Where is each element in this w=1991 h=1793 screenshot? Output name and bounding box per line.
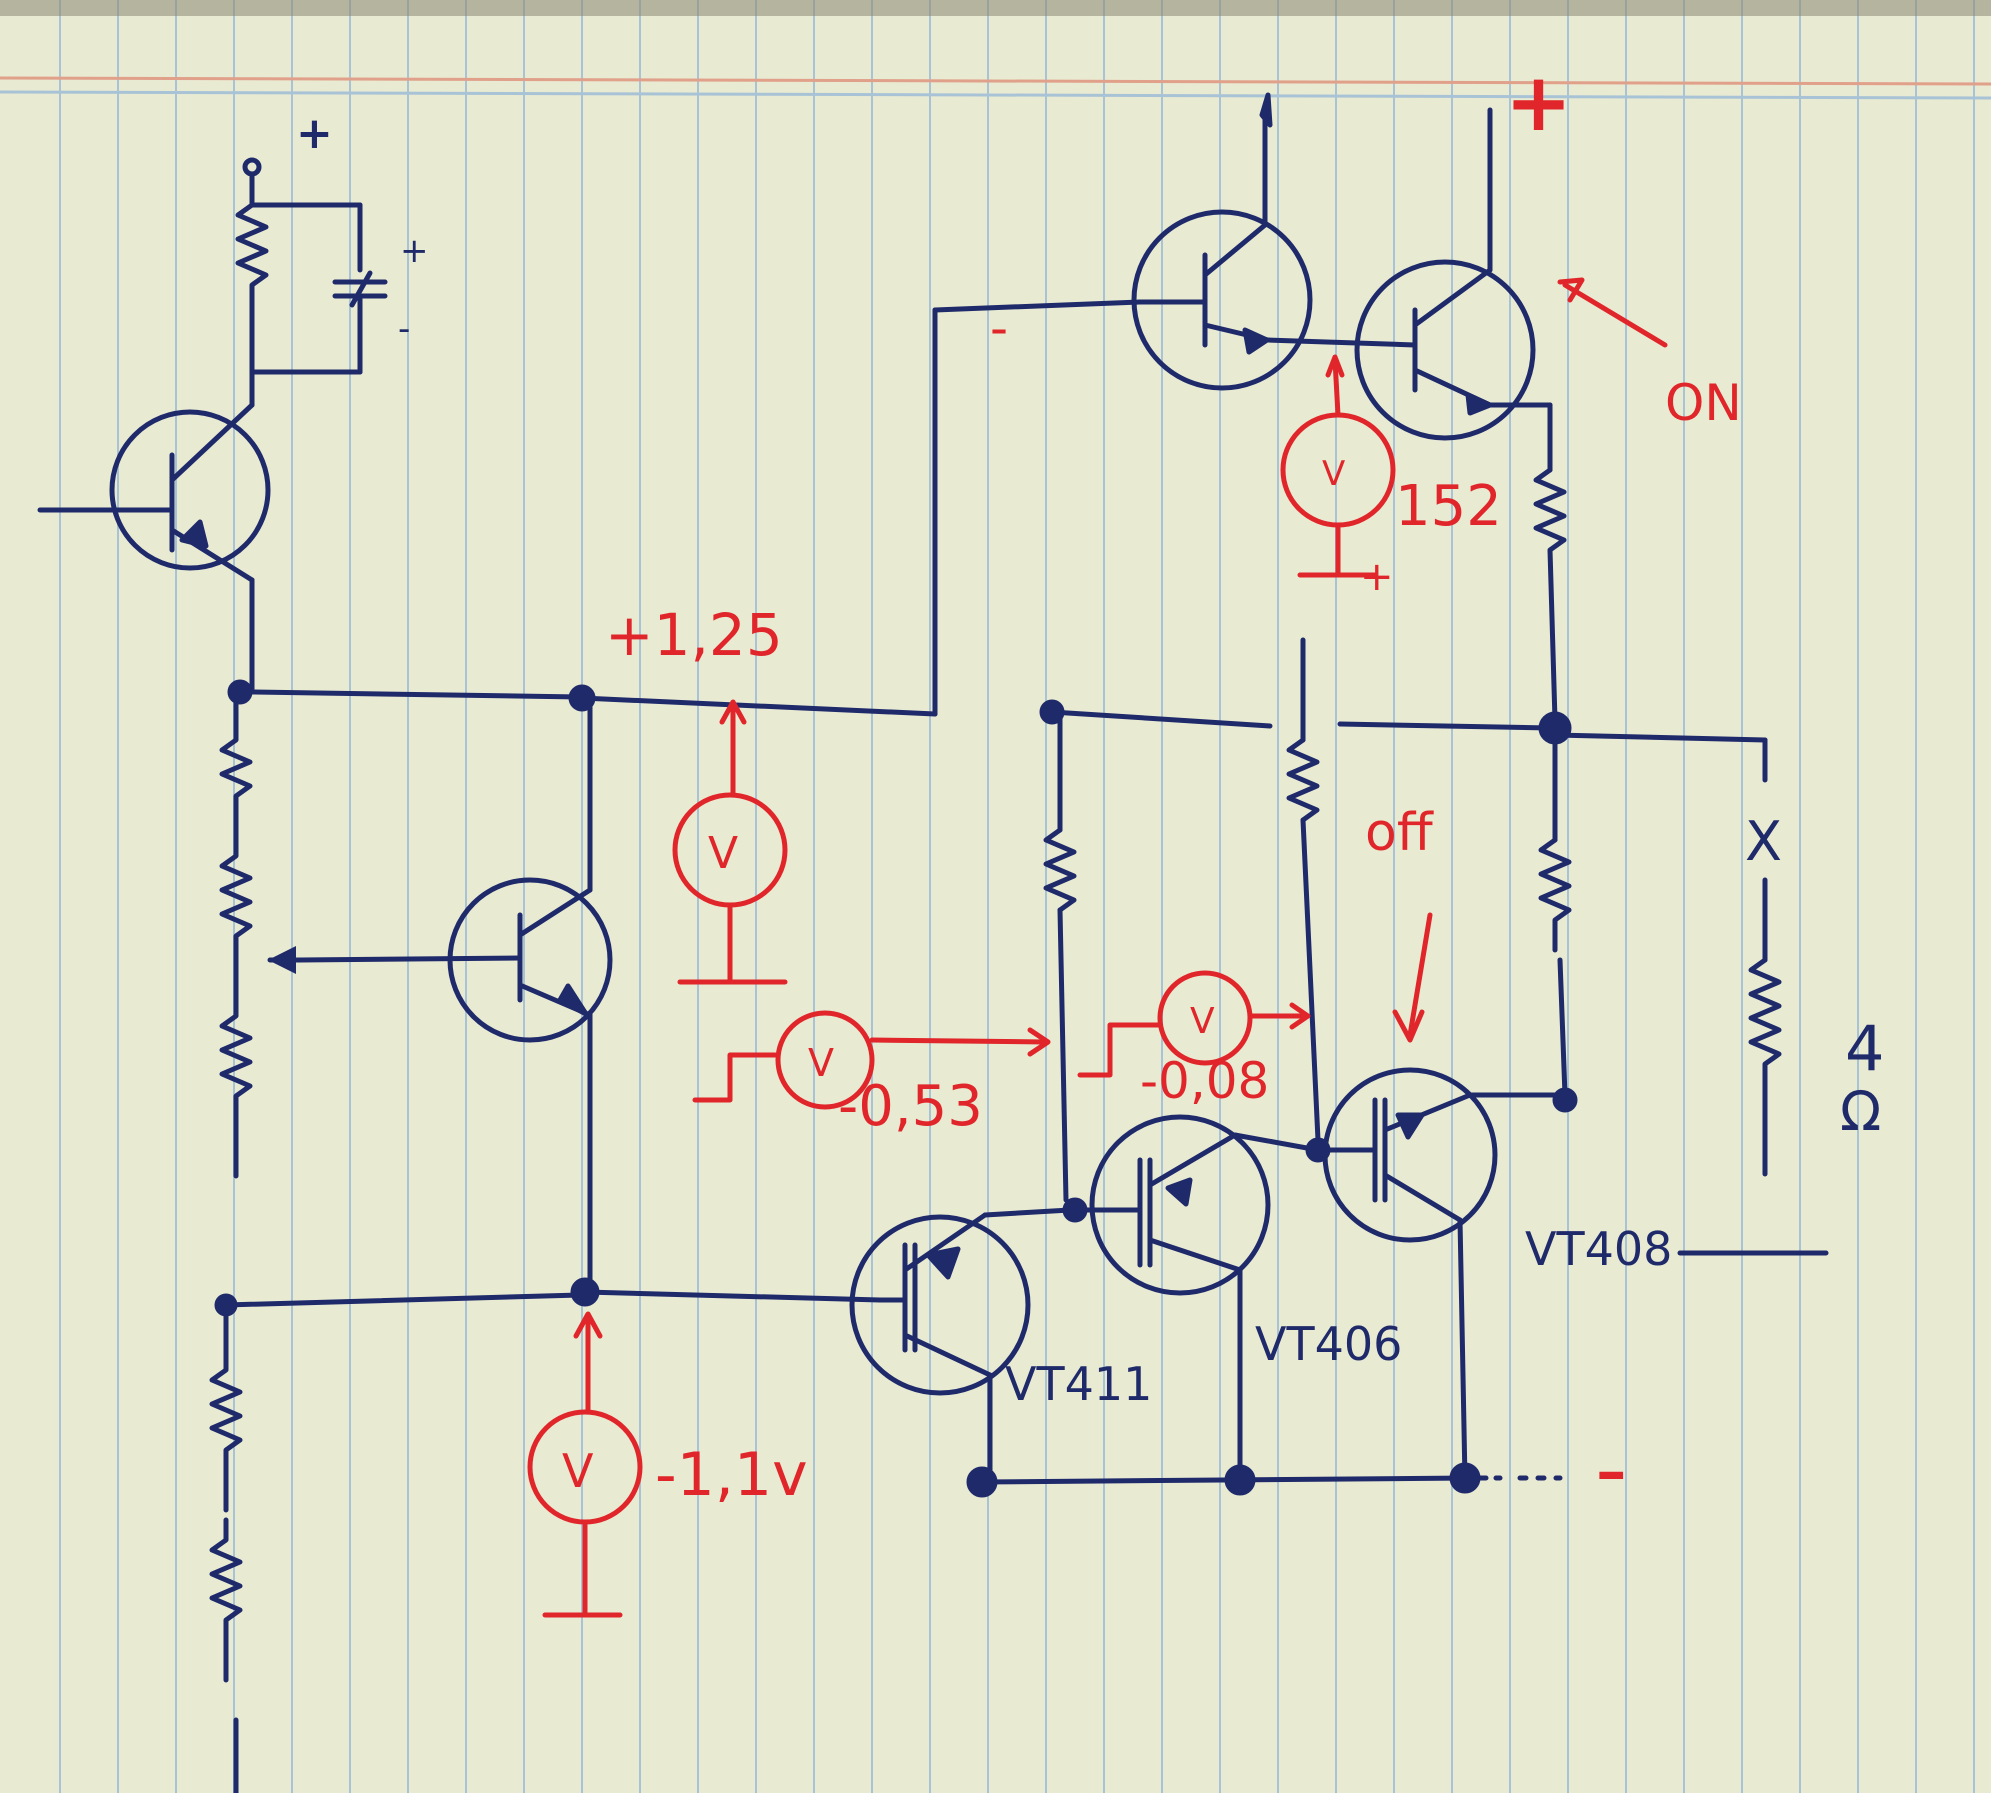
label-on: ON bbox=[1665, 374, 1742, 432]
voltmeter-vt406-value: -0,08 bbox=[1140, 1052, 1269, 1110]
voltmeter-top-plus: + bbox=[1360, 554, 1394, 600]
supply-plus-right: + bbox=[1505, 56, 1572, 149]
voltmeter-vt411 bbox=[692, 1010, 1051, 1110]
voltmeter-vt406-symbol: V bbox=[1190, 1001, 1215, 1042]
voltmeter-top-value: 152 bbox=[1395, 474, 1502, 539]
voltmeter-bottom-symbol: V bbox=[562, 1444, 594, 1498]
transistor-output-power bbox=[1354, 107, 1578, 1113]
margin-line-2 bbox=[0, 90, 1991, 100]
label-vt411: VT411 bbox=[1005, 1357, 1152, 1411]
top-shadow bbox=[0, 0, 1991, 16]
voltmeter-bottom bbox=[527, 1311, 643, 1618]
paper-ruling bbox=[59, 0, 1975, 1793]
voltmeter-vt411-symbol: V bbox=[808, 1041, 834, 1085]
voltmeter-bias-symbol: V bbox=[708, 828, 738, 879]
trimmer-arrowhead bbox=[268, 946, 296, 974]
left-resistor-chain bbox=[209, 679, 253, 1793]
vt406-collector-resistor bbox=[1286, 637, 1553, 1163]
on-arrow bbox=[1562, 282, 1668, 348]
transistor-vt406 bbox=[1084, 1114, 1321, 1483]
transistor-top-left bbox=[37, 402, 271, 583]
off-arrowhead bbox=[1392, 1009, 1425, 1043]
bias-wire-top bbox=[249, 299, 1143, 717]
voltmeter-bias-value: +1,25 bbox=[605, 601, 783, 669]
transistor-vbe-multiplier bbox=[297, 695, 613, 1293]
voltmeter-bias bbox=[672, 699, 788, 985]
on-arrowhead bbox=[1557, 277, 1585, 303]
load-value: 4 bbox=[1845, 1012, 1884, 1085]
resistor-top-left bbox=[235, 202, 269, 375]
label-vt406: VT406 bbox=[1255, 1317, 1402, 1371]
transistor-vt411 bbox=[849, 1207, 1073, 1483]
left-supply-rail bbox=[235, 157, 388, 408]
transistor-output-driver bbox=[1131, 92, 1418, 391]
minus-near-driver: - bbox=[990, 299, 1008, 357]
load-branch bbox=[1552, 732, 1829, 1256]
ground-rail bbox=[966, 1462, 1563, 1498]
margin-line bbox=[0, 76, 1991, 86]
off-arrow bbox=[1407, 912, 1433, 1038]
label-vt408: VT408 bbox=[1525, 1222, 1672, 1276]
ground-minus: - bbox=[1595, 1417, 1627, 1522]
voltmeter-bottom-value: -1,1v bbox=[655, 1440, 808, 1510]
trimmer-resistor bbox=[219, 833, 253, 979]
bias-wire-bottom bbox=[223, 1277, 883, 1308]
label-off: off bbox=[1365, 803, 1434, 863]
transistor-vt408 bbox=[1315, 1067, 1568, 1483]
load-unit: Ω bbox=[1840, 1080, 1881, 1143]
vt411-collector-resistor bbox=[1039, 699, 1273, 1203]
voltmeter-top bbox=[1280, 354, 1396, 578]
load-fuse-mark: X bbox=[1745, 810, 1782, 873]
voltmeter-top-symbol: V bbox=[1322, 454, 1345, 494]
supply-plus-left: + bbox=[296, 108, 333, 159]
voltmeter-vt411-value: -0,53 bbox=[838, 1074, 983, 1139]
voltmeter-vt406 bbox=[1077, 970, 1311, 1078]
cap-plus-label: + bbox=[400, 231, 429, 271]
cap-minus-label: - bbox=[398, 309, 410, 349]
